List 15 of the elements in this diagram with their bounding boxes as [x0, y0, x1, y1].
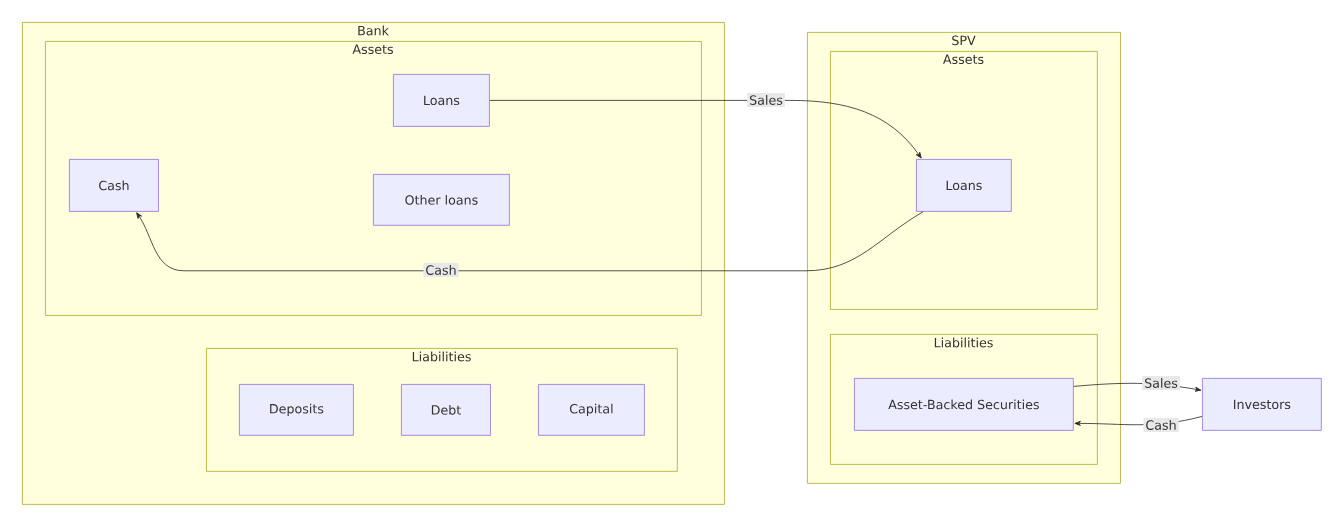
process-box: Debt: [401, 384, 491, 436]
edge-label: Cash: [423, 263, 459, 277]
process-box: Deposits: [239, 384, 354, 436]
edge-label: Sales: [747, 93, 785, 107]
process-box: Cash: [69, 159, 159, 212]
process-box: Loans: [916, 159, 1012, 212]
arrow: [489, 100, 922, 159]
edge-label: Sales: [1142, 376, 1180, 390]
arrow: [136, 211, 924, 272]
process-box: Other loans: [373, 174, 510, 226]
edge-label: Cash: [1143, 418, 1179, 432]
process-box: Asset-Backed Securities: [854, 378, 1074, 431]
process-box: Investors: [1202, 378, 1322, 431]
process-box: Capital: [538, 384, 645, 436]
process-box: Loans: [393, 74, 490, 127]
